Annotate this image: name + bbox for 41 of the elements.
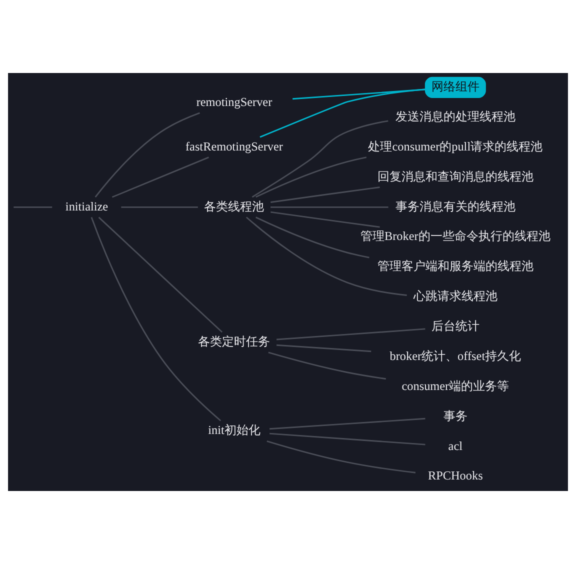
node-text: 事务 <box>443 408 468 423</box>
node-text: broker统计、offset持久化 <box>390 348 522 363</box>
connector <box>276 328 426 340</box>
connector <box>270 432 426 446</box>
connector <box>14 206 52 208</box>
connector <box>112 156 209 198</box>
node-text: 处理consumer的pull请求的线程池 <box>368 139 543 154</box>
node-text: consumer端的业务等 <box>402 378 510 393</box>
connector <box>276 344 372 352</box>
connector <box>266 440 416 474</box>
connector <box>270 211 380 228</box>
connector <box>252 120 388 198</box>
connector <box>121 206 198 208</box>
connector <box>268 352 386 380</box>
connector <box>260 88 426 138</box>
node-text: remotingServer <box>196 95 272 110</box>
connector <box>246 216 407 296</box>
node-text: 各类定时任务 <box>198 334 270 349</box>
connector <box>292 88 426 100</box>
node-text: 回复消息和查询消息的线程池 <box>377 169 534 184</box>
node-text: 管理Broker的一些命令执行的线程池 <box>360 229 550 244</box>
node-text: acl <box>448 438 463 453</box>
node-text: 心跳请求线程池 <box>413 289 498 304</box>
node-text: RPCHooks <box>428 468 483 483</box>
node-text: 管理客户端和服务端的线程池 <box>377 259 534 274</box>
connector <box>270 206 388 208</box>
node-text: 后台统计 <box>431 319 480 334</box>
node-text: 发送消息的处理线程池 <box>395 109 516 124</box>
connector <box>270 186 380 203</box>
connector <box>256 216 370 258</box>
node-text: 各类线程池 <box>204 199 264 214</box>
connector <box>94 112 200 198</box>
node-box: 网络组件 <box>424 76 486 98</box>
connector <box>256 156 367 198</box>
connector <box>98 216 223 333</box>
node-text: fastRemotingServer <box>185 139 283 154</box>
connector <box>270 418 426 430</box>
node-text: 事务消息有关的线程池 <box>395 199 516 214</box>
node-text: initialize <box>65 199 108 214</box>
node-text: init初始化 <box>208 423 260 438</box>
connector <box>90 217 222 422</box>
